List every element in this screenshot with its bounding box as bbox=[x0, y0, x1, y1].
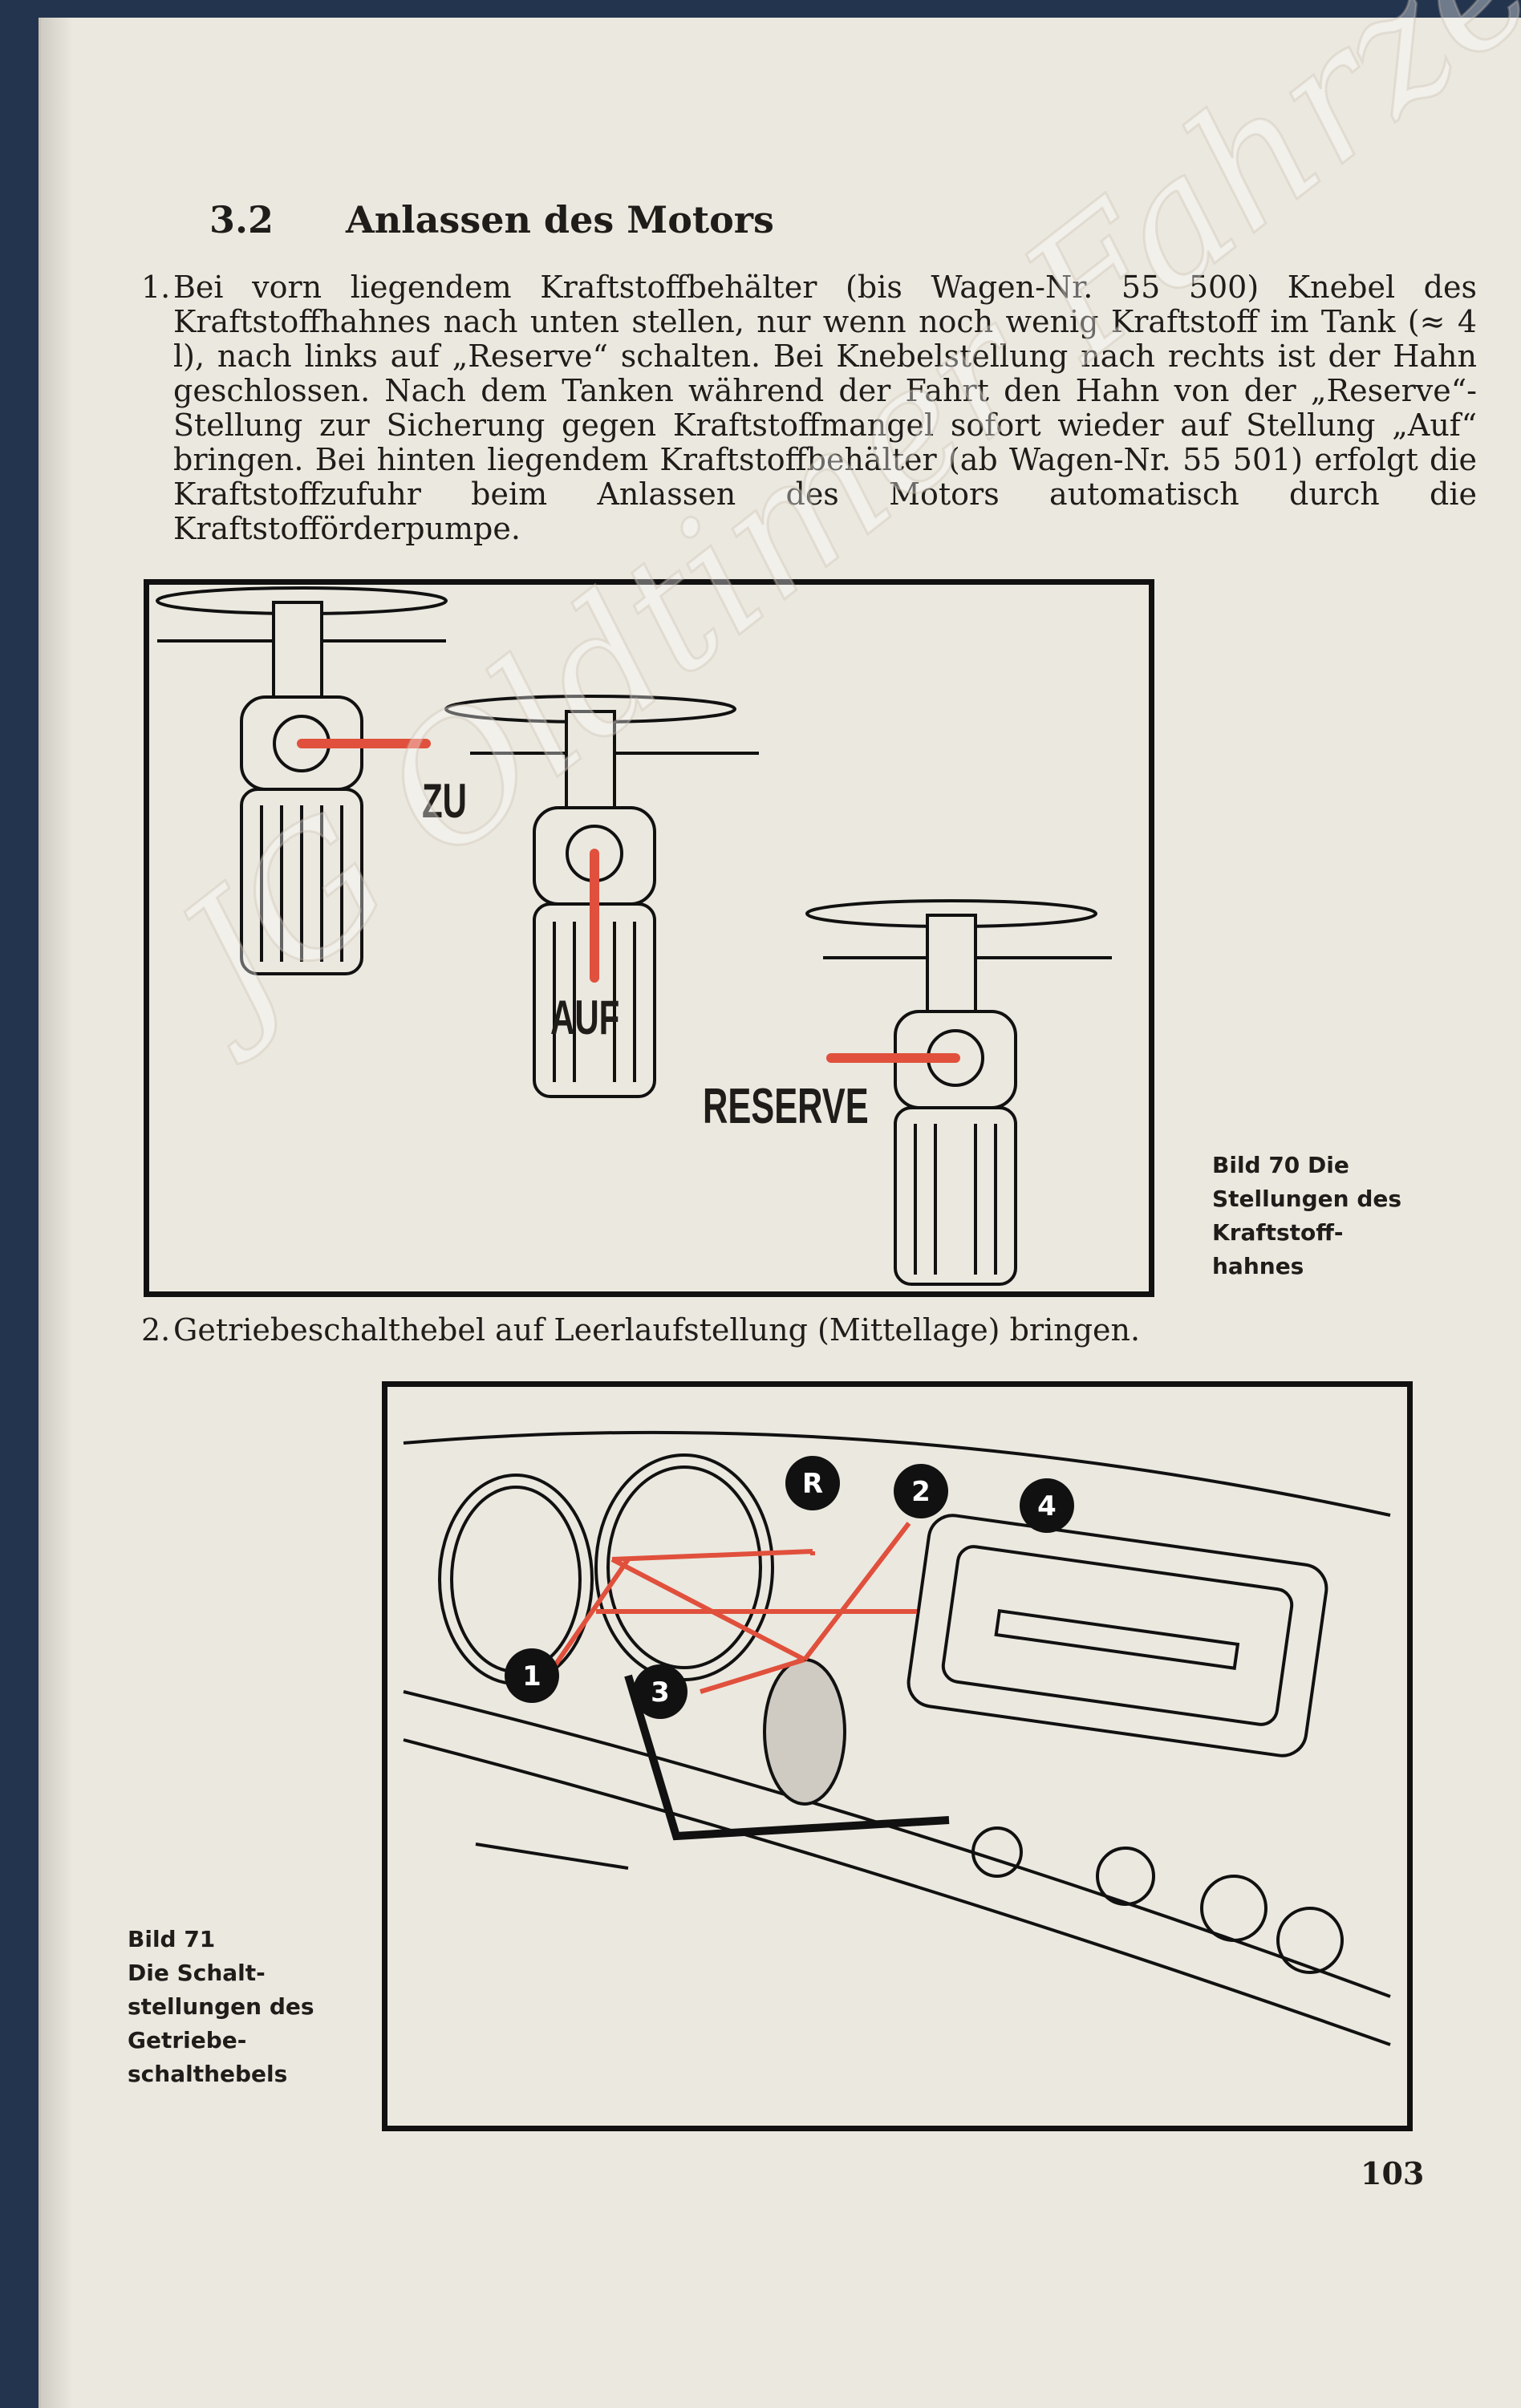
caption-line: schalthebels bbox=[128, 2061, 288, 2087]
gear-r: R bbox=[802, 1468, 823, 1500]
gear-2: 2 bbox=[911, 1476, 931, 1508]
caption-line: Bild 71 bbox=[128, 1926, 216, 1952]
caption-line: Die Schalt- bbox=[128, 1960, 266, 1986]
caption-line: hahnes bbox=[1212, 1253, 1304, 1279]
caption-line: Getriebe- bbox=[128, 2027, 247, 2053]
fuel-tap-illustration bbox=[156, 586, 1112, 1286]
list-item-number: 2. bbox=[141, 1312, 171, 1348]
figure-71-caption: Bild 71 Die Schalt- stellungen des Getri… bbox=[128, 1923, 314, 2091]
label-reserve: RESERVE bbox=[703, 1079, 869, 1134]
gear-1: 1 bbox=[522, 1660, 541, 1692]
page-gutter-shadow bbox=[41, 18, 73, 2408]
book-page: 3.2 Anlassen des Motors 1. Bei vorn lieg… bbox=[39, 0, 1521, 2408]
label-zu: ZU bbox=[422, 774, 467, 828]
gear-shift-illustration: R 2 4 1 3 bbox=[403, 1430, 1391, 2046]
list-item-number: 1. bbox=[141, 270, 171, 305]
list-item-text: Getriebeschalthebel auf Leerlaufstellung… bbox=[173, 1312, 1141, 1348]
figure-70-caption: Bild 70 Die Stellungen des Kraftstoff- h… bbox=[1212, 1149, 1401, 1283]
caption-line: stellungen des bbox=[128, 1993, 314, 2020]
gear-4: 4 bbox=[1037, 1490, 1057, 1522]
caption-line: Stellungen des bbox=[1212, 1186, 1402, 1212]
list-item-2: 2. Getriebeschalthebel auf Leerlaufstell… bbox=[141, 1313, 1477, 1348]
caption-line: Kraftstoff- bbox=[1212, 1219, 1344, 1246]
list-item-text: Bei vorn liegendem Kraftstoffbehälter (b… bbox=[173, 270, 1477, 546]
gear-3: 3 bbox=[651, 1676, 670, 1709]
figure-71-gear-shift: R 2 4 1 3 bbox=[382, 1381, 1413, 2131]
section-number: 3.2 bbox=[209, 198, 274, 241]
figure-70-fuel-tap: ZU AUF RESERVE bbox=[144, 579, 1154, 1297]
label-auf: AUF bbox=[550, 991, 620, 1044]
section-title: Anlassen des Motors bbox=[346, 198, 774, 241]
caption-line: Bild 70 Die bbox=[1212, 1152, 1349, 1178]
page-number: 103 bbox=[1361, 2155, 1425, 2191]
list-item-1: 1. Bei vorn liegendem Kraftstoffbehälter… bbox=[141, 270, 1477, 546]
